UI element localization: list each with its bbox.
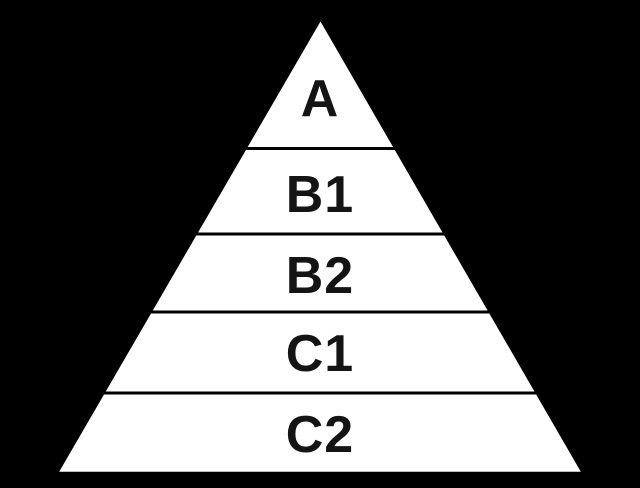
level-label-b2: B2 [286,247,354,305]
level-label-c2: C2 [286,406,354,464]
level-label-b1: B1 [286,166,354,224]
level-label-a: A [301,70,340,128]
pyramid-shape [54,16,586,475]
level-label-c1: C1 [286,325,354,383]
